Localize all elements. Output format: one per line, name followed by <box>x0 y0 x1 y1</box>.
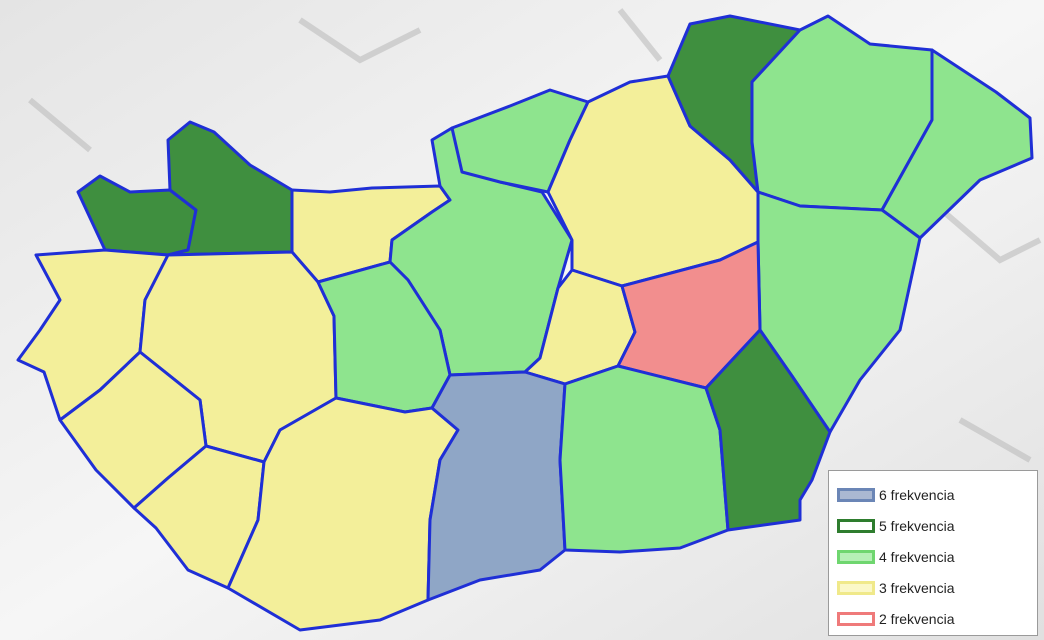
legend-label: 4 frekvencia <box>879 548 955 565</box>
legend-item-freq4: 4 frekvencia <box>837 541 1037 572</box>
legend-swatch-freq4 <box>837 549 875 564</box>
legend-label: 2 frekvencia <box>879 610 955 627</box>
map-legend: 6 frekvencia 5 frekvencia 4 frekvencia 3… <box>828 470 1038 636</box>
legend-swatch-freq2 <box>837 611 875 626</box>
region-northeast-green-b[interactable] <box>880 48 1034 240</box>
legend-label: 3 frekvencia <box>879 579 955 596</box>
region-southeast-dark[interactable] <box>704 328 832 532</box>
region-south-green[interactable] <box>558 364 730 554</box>
legend-item-freq5: 5 frekvencia <box>837 510 1037 541</box>
legend-label: 6 frekvencia <box>879 486 955 503</box>
legend-swatch-freq5 <box>837 518 875 533</box>
legend-item-freq6: 6 frekvencia <box>837 479 1037 510</box>
legend-swatch-freq3 <box>837 580 875 595</box>
legend-item-freq3: 3 frekvencia <box>837 572 1037 603</box>
region-south-blue[interactable] <box>426 370 567 602</box>
legend-label: 5 frekvencia <box>879 517 955 534</box>
legend-item-freq2: 2 frekvencia <box>837 603 1037 634</box>
legend-swatch-freq6 <box>837 487 875 502</box>
terrain-shading <box>28 8 1042 463</box>
